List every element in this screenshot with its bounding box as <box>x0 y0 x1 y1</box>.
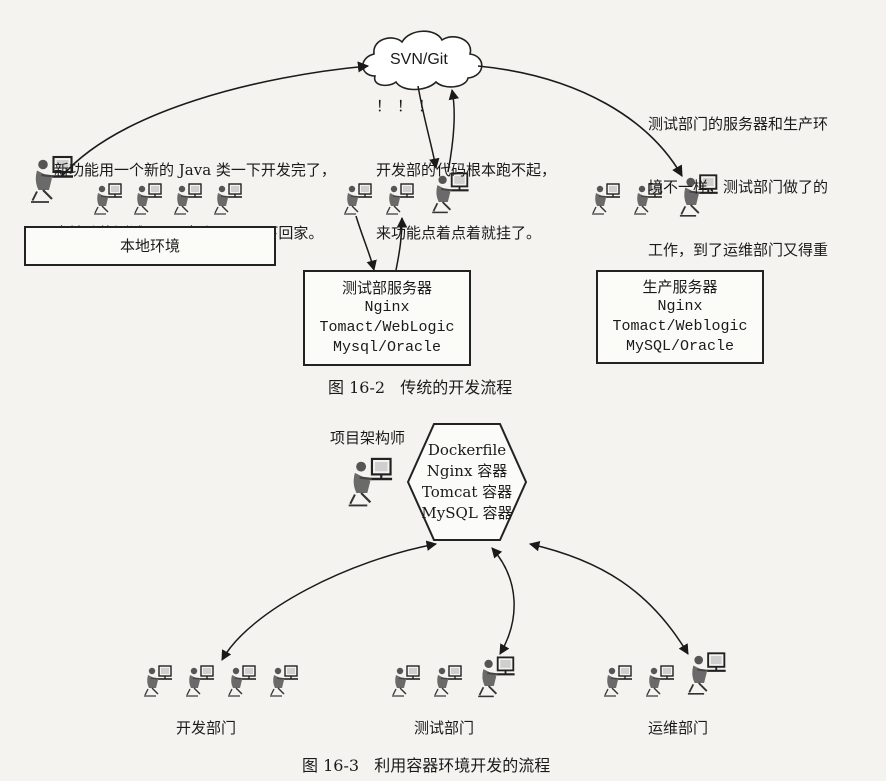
figure-caption-16-2: 图 16-2 传统的开发流程 <box>328 378 513 397</box>
dev-note-line: 来功能点着点着就挂了。 <box>376 224 542 242</box>
prod-server-line: Nginx <box>657 298 703 315</box>
dev-dept-arrow <box>221 540 438 661</box>
hex-line: MySQL 容器 <box>421 504 513 522</box>
hex-line: Tomcat 容器 <box>421 483 513 501</box>
ops-icon <box>591 183 621 215</box>
test-dept-worker-icon <box>433 665 463 697</box>
prod-server-title: 生产服务器 <box>642 278 718 296</box>
dev-dept-worker-icon <box>185 665 215 697</box>
ops-dept-arrow <box>528 540 689 655</box>
dept-label-test: 测试部门 <box>414 719 475 737</box>
prod-server-line: MySQL/Oracle <box>625 338 735 355</box>
push-arrow <box>61 61 370 177</box>
pull-arrow-2 <box>447 88 459 173</box>
dev-note-line: 开发部的代码根本跑不起， <box>376 161 557 179</box>
hex-line: Nginx 容器 <box>426 462 508 480</box>
prod-server-line: Tomact/Weblogic <box>612 318 748 335</box>
test-server-line: Nginx <box>364 299 410 316</box>
ops-note: 测试部门的服务器和生产环 境不一样，测试部门做了的 工作，到了运维部门又得重 新… <box>648 72 828 345</box>
local-note-line: 新功能用一个新的 Java 类一下开发完了， <box>54 161 336 179</box>
dev-note: 开发部的代码根本跑不起， 来功能点着点着就挂了。 <box>376 118 556 265</box>
svn-git-cloud <box>362 30 483 91</box>
ops-note-line: 测试部门的服务器和生产环 <box>648 115 829 133</box>
tester-icon <box>343 183 373 215</box>
local-env-box: 本地环境 <box>24 226 276 266</box>
test-dept-worker-icon-main <box>477 656 516 698</box>
test-dept-worker-icon <box>391 665 421 697</box>
prod-server-box: 生产服务器 Nginx Tomact/Weblogic MySQL/Oracle <box>596 270 764 364</box>
hex-line: Dockerfile <box>427 441 507 459</box>
test-server-box: 测试部服务器 Nginx Tomact/WebLogic Mysql/Oracl… <box>303 270 471 366</box>
test-arrow-1 <box>355 215 377 272</box>
figure-caption-16-3: 图 16-3 利用容器环境开发的流程 <box>302 756 551 775</box>
test-server-line: Tomact/WebLogic <box>319 319 455 336</box>
dept-label-ops: 运维部门 <box>648 719 709 737</box>
architect-label: 项目架构师 <box>330 429 406 447</box>
container-hexagon <box>406 423 528 541</box>
deploy-arrow <box>477 65 683 177</box>
ops-dept-worker-icon <box>603 665 633 697</box>
ops-dept-worker-icon <box>645 665 675 697</box>
test-server-line: Mysql/Oracle <box>332 339 442 356</box>
ops-dept-worker-icon-main <box>686 652 727 695</box>
dev-dept-worker-icon <box>227 665 257 697</box>
test-server-title: 测试部服务器 <box>341 279 432 297</box>
test-dept-arrow <box>491 547 515 655</box>
ops-note-line: 工作，到了运维部门又得重 <box>648 241 829 259</box>
architect-icon <box>347 457 394 507</box>
cloud-label: SVN/Git <box>390 51 448 68</box>
dev-dept-worker-icon <box>269 665 299 697</box>
dev-dept-worker-icon <box>143 665 173 697</box>
pull-arrow-1 <box>417 85 440 170</box>
local-env-label: 本地环境 <box>119 237 180 255</box>
test-arrow-2 <box>395 216 408 271</box>
dept-label-dev: 开发部门 <box>176 719 237 737</box>
hex-content: Dockerfile Nginx 容器 Tomcat 容器 MySQL 容器 <box>418 440 516 524</box>
ops-note-line: 境不一样，测试部门做了的 <box>648 178 829 196</box>
dev-note-exclaim: ！！！ <box>376 97 440 115</box>
